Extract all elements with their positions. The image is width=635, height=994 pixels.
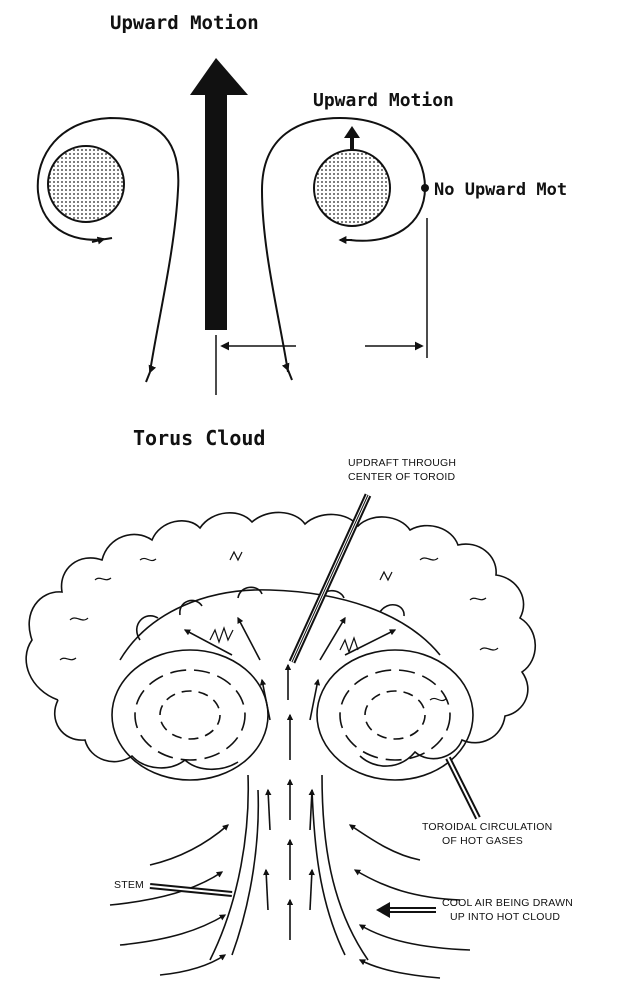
toroidal-callout-line2: OF HOT GASES [422, 834, 552, 848]
updraft-callout-line2: CENTER OF TOROID [348, 470, 456, 484]
right-vortex-core [314, 150, 390, 226]
toroidal-callout-line1: TOROIDAL CIRCULATION [422, 820, 552, 834]
central-updraft-arrow-head [190, 58, 248, 95]
updraft-callout: UPDRAFT THROUGH CENTER OF TOROID [348, 456, 456, 484]
no-upward-motion-label: No Upward Mot [434, 180, 567, 200]
left-toroid-swirl [112, 650, 268, 780]
toroidal-callout: TOROIDAL CIRCULATION OF HOT GASES [422, 820, 552, 848]
cool-air-callout-line1: COOL AIR BEING DRAWN [442, 896, 573, 910]
torus-cloud-caption: Torus Cloud [133, 426, 265, 450]
cool-air-callout-line2: UP INTO HOT CLOUD [442, 910, 573, 924]
updraft-callout-line1: UPDRAFT THROUGH [348, 456, 456, 470]
cool-air-callout: COOL AIR BEING DRAWN UP INTO HOT CLOUD [442, 896, 573, 924]
stem-outline [210, 775, 368, 960]
cloud-outline [26, 512, 535, 766]
stem-callout: STEM [114, 878, 144, 892]
no-upward-motion-dot [421, 184, 429, 192]
central-updraft-arrow-shaft [205, 92, 227, 330]
left-vortex-core [48, 146, 124, 222]
upward-motion-right-label: Upward Motion [313, 90, 454, 111]
upward-motion-center-label: Upward Motion [110, 12, 259, 34]
